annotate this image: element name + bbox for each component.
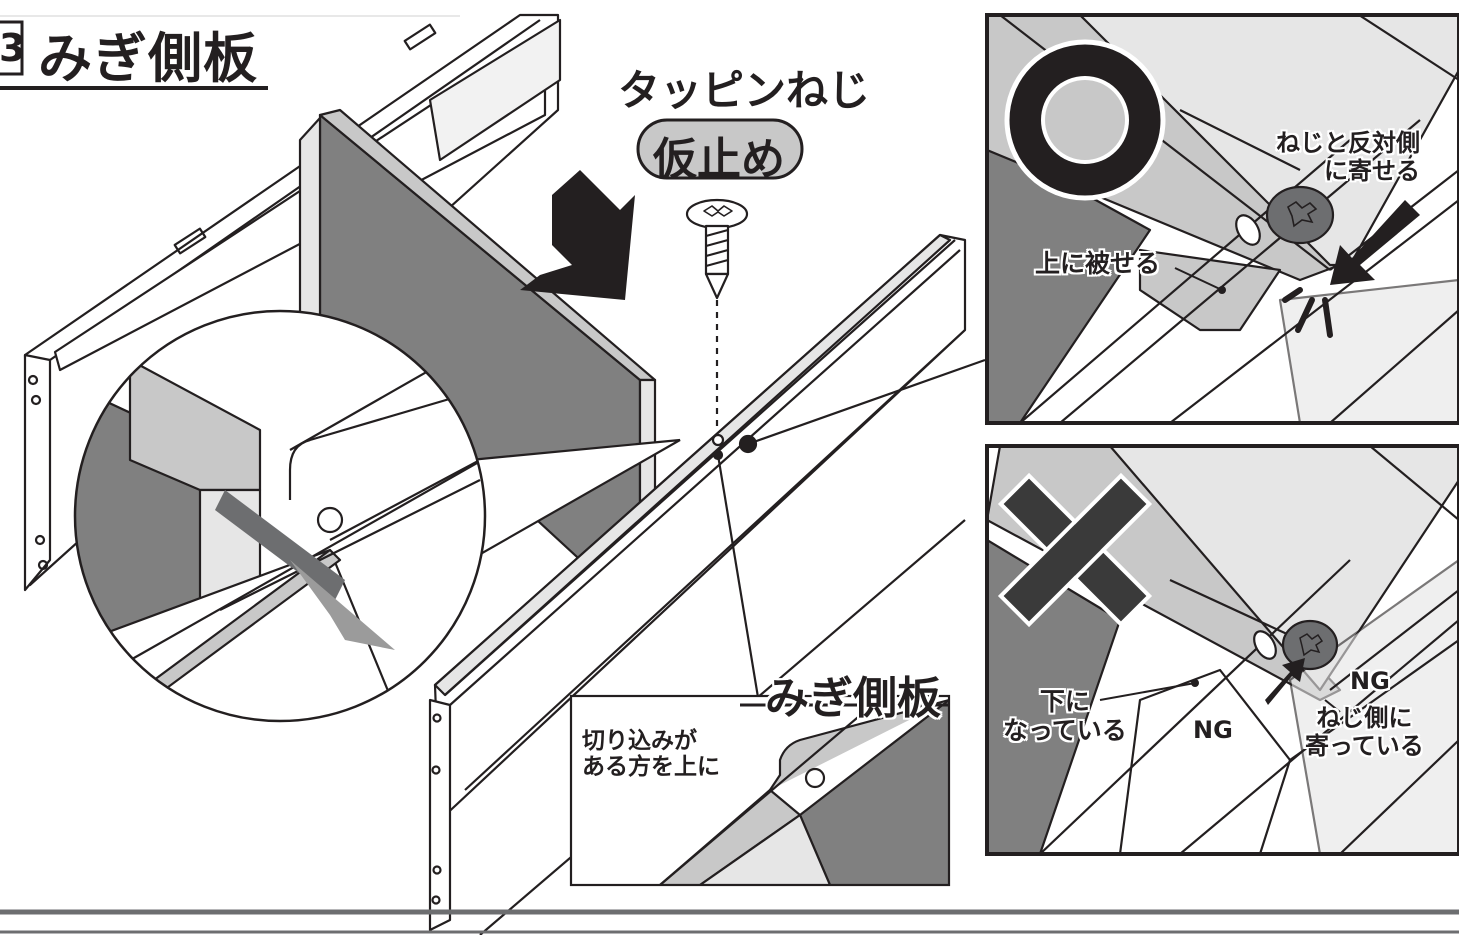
screw-name: タッピンねじ [618, 66, 871, 115]
part-label: みぎ側板 [765, 673, 941, 724]
push-away-label: ねじと反対側 に寄せる [1276, 129, 1420, 185]
underneath-line-1: 下に [1039, 687, 1090, 716]
down-arrow-icon [520, 170, 635, 300]
notch-note: 切り込みが ある方を上に [582, 728, 720, 781]
notch-note-line-2: ある方を上に [582, 754, 720, 781]
ng-label-left: NG [1193, 716, 1233, 744]
screw-side-line-2: 寄っている [1305, 731, 1424, 760]
step-title: みぎ側板 [38, 27, 258, 90]
step-number-box [0, 20, 24, 76]
screw-icon [685, 198, 749, 430]
push-arrow-icon [1330, 200, 1420, 285]
right-side-panel [428, 233, 967, 935]
ng-label-right: NG [1350, 667, 1390, 695]
screw-side-line-1: ねじ側に [1316, 704, 1413, 732]
click-mark-icon [1282, 287, 1333, 338]
screw-side-label: ねじ側に 寄っている [1305, 704, 1424, 760]
underneath-line-2: なっている [1003, 715, 1127, 745]
wrong-direction-arrow-icon [1265, 658, 1305, 705]
good-example-panel [985, 13, 1459, 425]
notch-note-line-1: 切り込みが [582, 728, 697, 754]
push-away-line-2: に寄せる [1324, 156, 1420, 185]
overlay-label: 上に被せる [1035, 249, 1161, 278]
ok-circle-icon [1004, 39, 1166, 201]
push-away-line-1: ねじと反対側 [1276, 129, 1420, 157]
temporary-fix-badge-bg [636, 118, 804, 180]
notch-inset [569, 694, 951, 887]
ng-cross-icon [997, 472, 1153, 628]
screw-head-icon [1265, 185, 1335, 245]
temporary-fix-badge: 仮止め [653, 134, 785, 185]
zoom-circle [73, 309, 681, 723]
underneath-label: 下に なっている [1003, 687, 1127, 746]
screw-head-icon [1281, 619, 1339, 671]
step-number: 3 [0, 26, 26, 70]
bad-example-panel [985, 444, 1459, 856]
